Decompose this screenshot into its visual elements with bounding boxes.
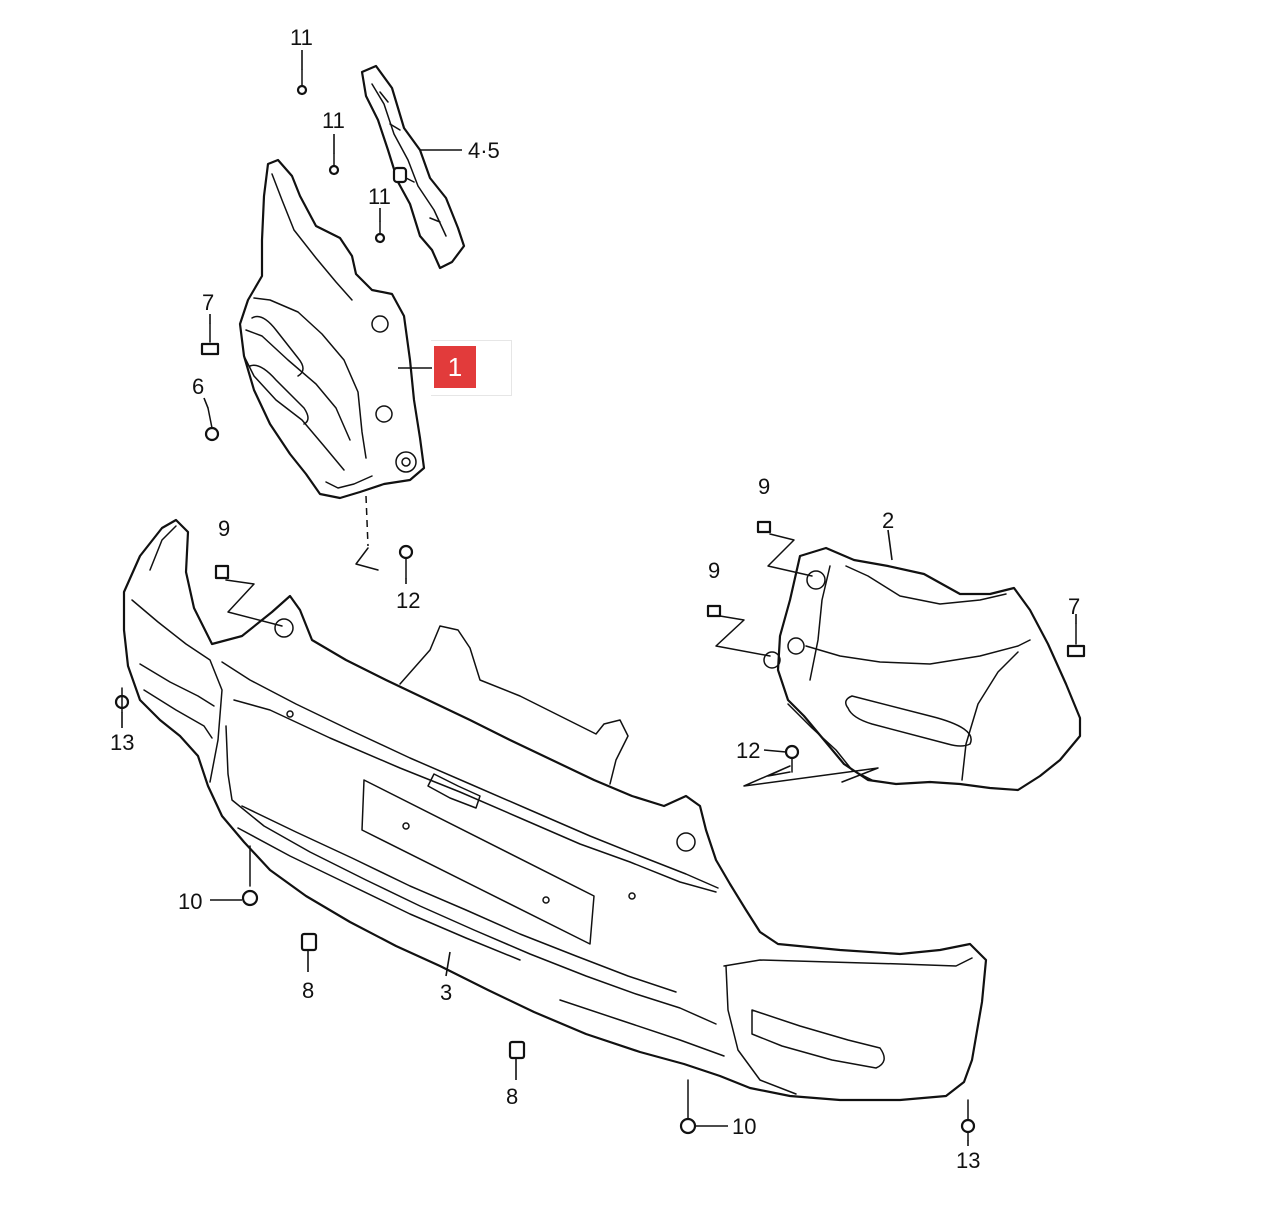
leader-lines bbox=[121, 50, 1077, 1146]
callout-11-low: 11 bbox=[368, 184, 391, 209]
callout-8-lower: 8 bbox=[506, 1084, 519, 1109]
callout-6: 6 bbox=[192, 374, 205, 399]
callout-13-left: 13 bbox=[110, 730, 135, 755]
callout-8-upper: 8 bbox=[302, 978, 315, 1003]
part-4-5-bracket bbox=[360, 64, 466, 270]
callout-12-left: 12 bbox=[396, 588, 421, 613]
callout-12-right: 12 bbox=[736, 738, 761, 763]
callout-11-mid: 11 bbox=[322, 108, 345, 133]
callout-10-left: 10 bbox=[178, 889, 203, 914]
callout-13-right: 13 bbox=[956, 1148, 981, 1173]
callout-1-highlighted[interactable]: 1 bbox=[434, 346, 476, 388]
callout-9-right-low: 9 bbox=[708, 558, 721, 583]
callout-4-5: 4·5 bbox=[468, 138, 500, 163]
callout-9-right-top: 9 bbox=[758, 474, 771, 499]
callout-2: 2 bbox=[882, 508, 895, 533]
part-3-bumper bbox=[122, 518, 988, 1102]
callout-3: 3 bbox=[440, 980, 453, 1005]
callout-7-right: 7 bbox=[1068, 594, 1081, 619]
callout-11-top: 11 bbox=[290, 25, 313, 50]
fastener-screws bbox=[114, 69, 1086, 1141]
callout-9-left: 9 bbox=[218, 516, 231, 541]
callout-7-left: 7 bbox=[202, 290, 215, 315]
part-1-side-bracket bbox=[238, 158, 426, 500]
callout-10-right: 10 bbox=[732, 1114, 757, 1139]
part-2-side-cover bbox=[763, 546, 1082, 792]
highlight-frame bbox=[431, 340, 512, 396]
